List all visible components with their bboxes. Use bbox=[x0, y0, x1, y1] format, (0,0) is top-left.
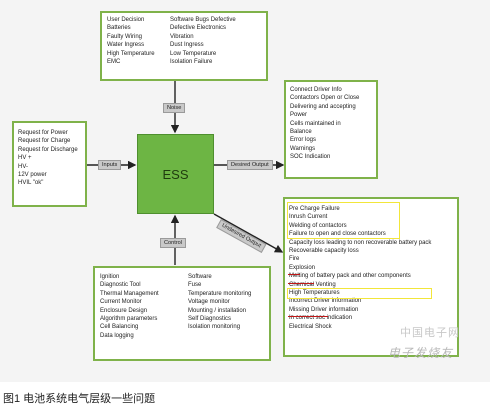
list-item: Electrical Shock bbox=[289, 323, 332, 330]
highlight-contactor-failures bbox=[287, 202, 400, 239]
list-item: Error logs bbox=[290, 137, 317, 144]
list-item: Welding of contactors bbox=[289, 222, 347, 229]
inputs-tag: Inputs bbox=[98, 160, 122, 170]
list-item: Balance bbox=[290, 129, 312, 136]
desired-output-tag: Desired Output bbox=[227, 160, 273, 170]
list-item: Cell Balancing bbox=[100, 324, 139, 331]
list-item: Water Ingress bbox=[107, 42, 145, 49]
noise-tag: Noise bbox=[163, 103, 186, 113]
list-item: Defective Electronics bbox=[170, 25, 227, 32]
list-item: Power bbox=[290, 112, 308, 119]
list-item: HVIL "ok" bbox=[18, 180, 44, 187]
list-item: Request for Charge bbox=[18, 138, 71, 145]
list-item: Thermal Management bbox=[100, 290, 159, 297]
control-tag: Control bbox=[160, 238, 187, 248]
list-item: Vibration bbox=[170, 33, 194, 40]
list-item: Enclosure Design bbox=[100, 307, 148, 314]
figure-caption: 图1 电池系统电气层级一些问题 bbox=[3, 393, 156, 405]
list-item: Self Diagnostics bbox=[188, 316, 232, 323]
list-item: Mounting / installation bbox=[188, 307, 247, 314]
list-item: Contactors Open or Close bbox=[290, 95, 360, 102]
underline-high-temperatures bbox=[288, 316, 328, 317]
watermark-top: 中国电子网 bbox=[400, 327, 460, 339]
list-item: Cells maintained in bbox=[290, 120, 341, 127]
list-item: Algorithm parameters bbox=[100, 316, 158, 323]
list-item: Request for Discharge bbox=[18, 146, 78, 153]
list-item: Explosion bbox=[289, 264, 316, 271]
ess-label: ESS bbox=[162, 166, 189, 182]
ess-block: ESS bbox=[137, 134, 214, 214]
list-item: Delivering and accepting bbox=[290, 103, 356, 110]
list-item: 12V power bbox=[18, 172, 47, 179]
highlight-melting bbox=[287, 288, 432, 299]
list-item: Connect Driver Info bbox=[290, 87, 342, 93]
list-item: Software bbox=[188, 274, 212, 280]
list-item: Capacity loss leading to non recoverable… bbox=[289, 239, 432, 246]
list-item: Chemical Venting bbox=[289, 281, 336, 288]
list-item: Incorrect Driver information bbox=[289, 298, 362, 305]
list-item: EMC bbox=[107, 59, 121, 66]
list-item: Melting of battery pack and other compon… bbox=[289, 273, 411, 280]
list-item: Batteries bbox=[107, 25, 131, 32]
list-item: Current Monitor bbox=[100, 299, 142, 306]
list-item: Data logging bbox=[100, 332, 134, 339]
list-item: Missing Driver information bbox=[289, 306, 359, 313]
list-item: Failure to open and close contactors bbox=[289, 231, 386, 238]
list-item: Recoverable capacity loss bbox=[289, 248, 359, 255]
watermark-bottom: 电子发烧友 bbox=[388, 346, 454, 360]
list-item: High Temperatures bbox=[289, 290, 340, 297]
underline-fire bbox=[288, 274, 300, 275]
list-item: Fire bbox=[289, 256, 300, 263]
list-item: Software Bugs Defective bbox=[170, 17, 236, 23]
list-item: Dust Ingress bbox=[170, 42, 204, 49]
list-item: Low Temperature bbox=[170, 50, 217, 57]
list-item: HV- bbox=[18, 163, 29, 170]
list-item: Pre Charge Failure bbox=[289, 206, 340, 212]
list-item: HV + bbox=[18, 155, 32, 162]
underline-explosion bbox=[288, 283, 314, 284]
list-item: Temperature monitoring bbox=[188, 290, 252, 297]
list-item: User Decision bbox=[107, 17, 145, 23]
list-item: Isolation monitoring bbox=[188, 324, 241, 331]
list-item: Fuse bbox=[188, 282, 202, 289]
list-item: In correct soc indication bbox=[289, 315, 353, 322]
list-item: High Temperature bbox=[107, 50, 155, 57]
list-item: Request for Power bbox=[18, 130, 68, 136]
list-item: Diagnostic Tool bbox=[100, 282, 141, 289]
list-item: Ignition bbox=[100, 274, 120, 280]
list-item: Inrush Current bbox=[289, 214, 328, 221]
list-item: SOC Indication bbox=[290, 154, 331, 161]
list-item: Voltage monitor bbox=[188, 299, 230, 306]
list-item: Faulty Wiring bbox=[107, 33, 143, 40]
list-item: Isolation Failure bbox=[170, 59, 213, 66]
list-item: Warnings bbox=[290, 145, 316, 152]
